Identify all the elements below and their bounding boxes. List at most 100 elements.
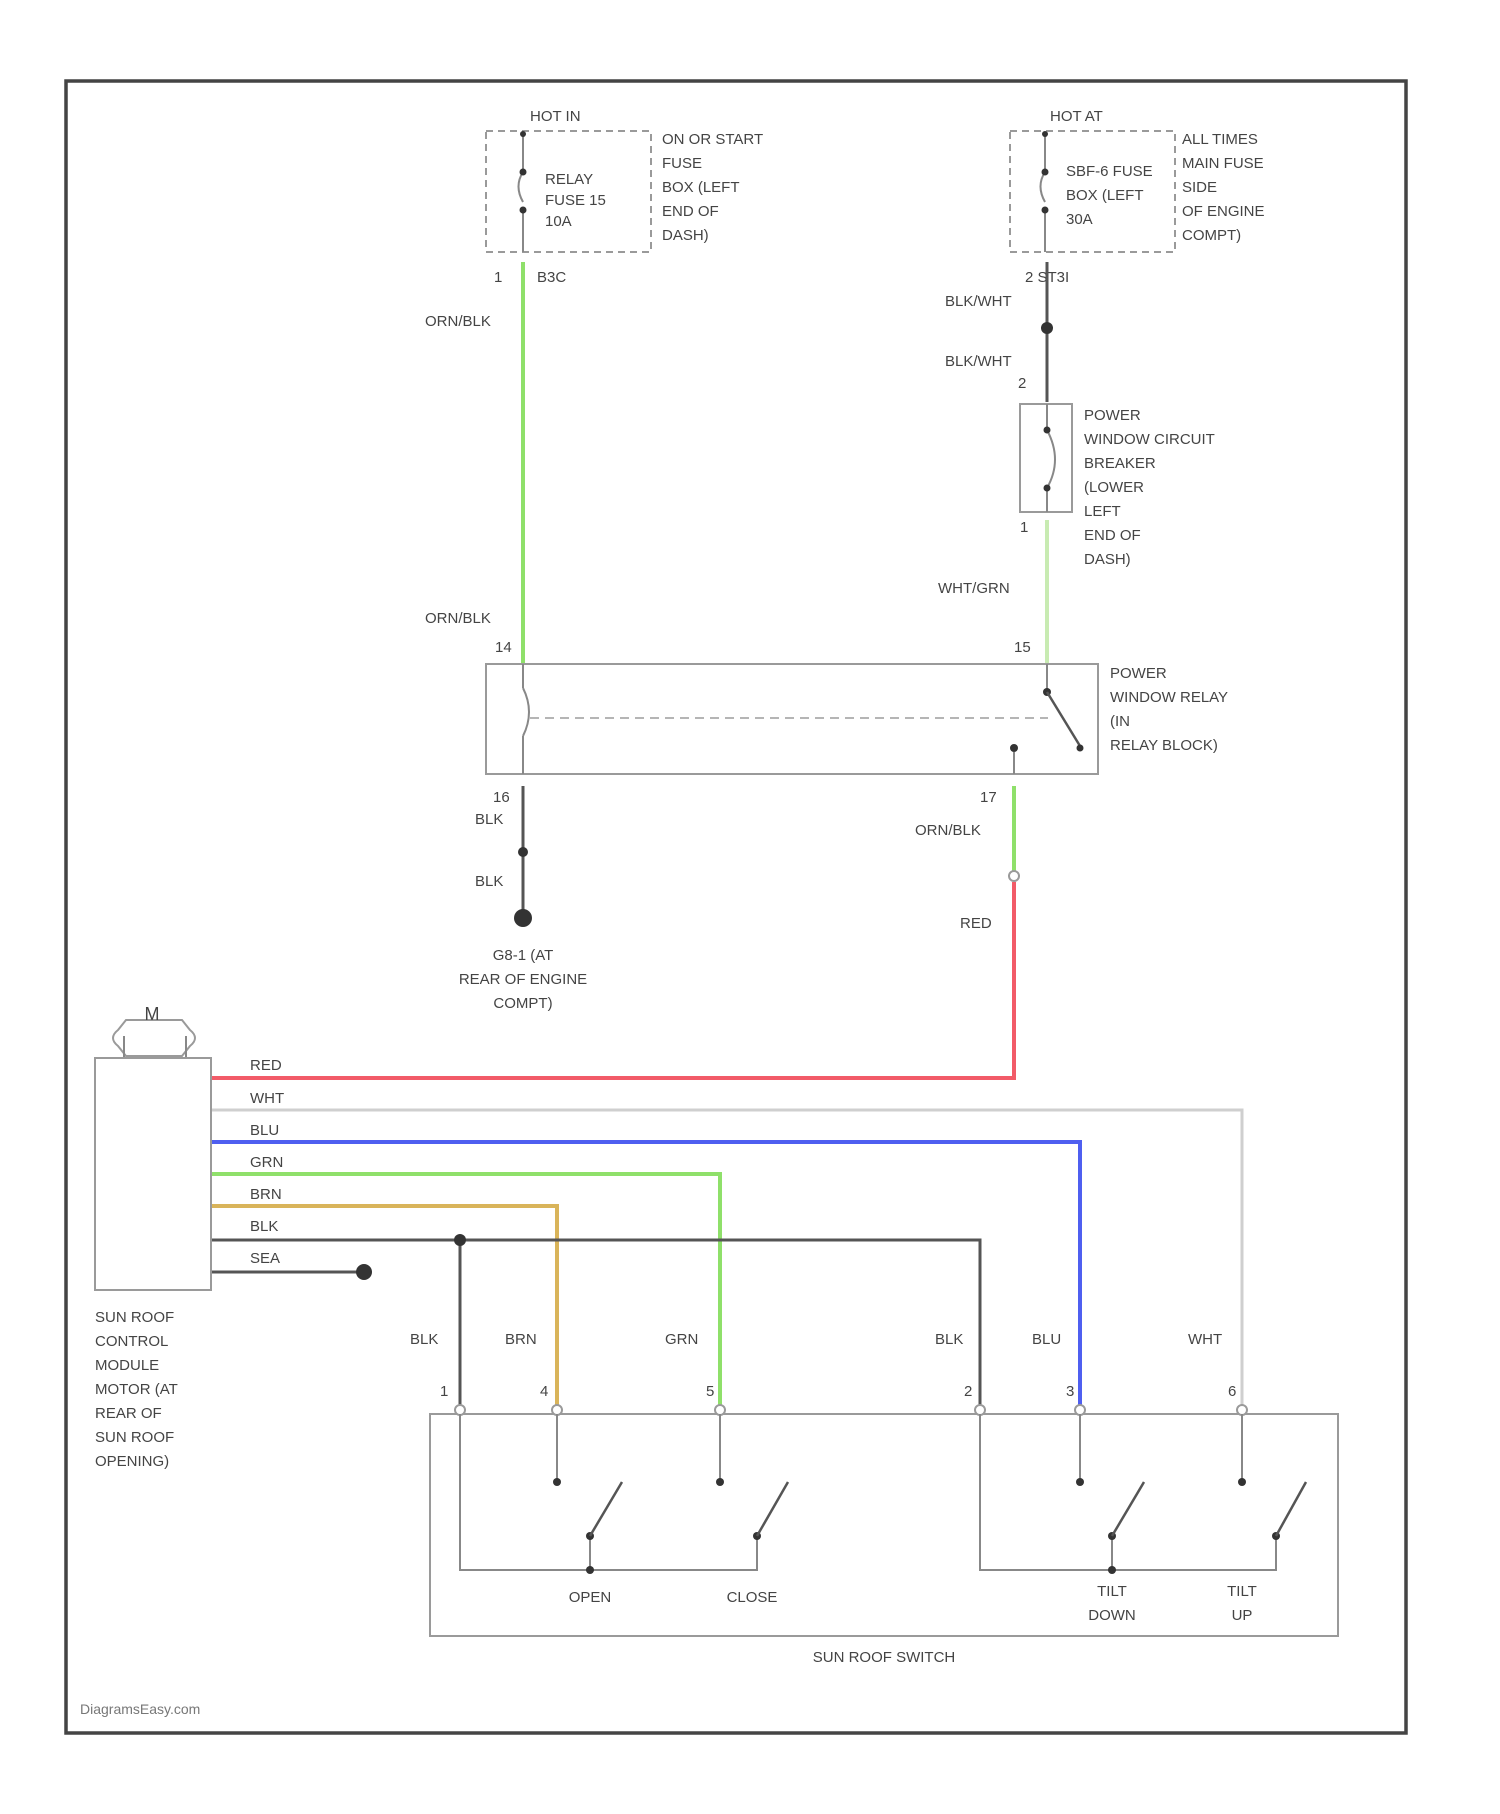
power-window-relay: 14 15 POWER WINDOW RELAY (IN RELAY BLOCK… [486, 639, 1228, 806]
fuse-right-loc-2: MAIN FUSE [1182, 155, 1264, 172]
fuse-left-line-3: 10A [545, 213, 572, 230]
wire-blu-to-switch [212, 1142, 1080, 1408]
motor-label-4: MOTOR (AT [95, 1381, 178, 1398]
relay-label-2: WINDOW RELAY [1110, 689, 1228, 706]
relay-pin-14: 14 [495, 639, 512, 656]
switch-pin-6: 6 [1228, 1383, 1236, 1400]
ground-g8-1-icon [514, 909, 532, 927]
connector-orn-red [1009, 871, 1019, 881]
relay-fuse-15: HOT IN RELAY FUSE 15 10A ON OR START FUS… [486, 108, 763, 286]
fuse-left-line-1: RELAY [545, 171, 593, 188]
switch-pin-3: 3 [1066, 1383, 1074, 1400]
switch-label-up: UP [1232, 1607, 1253, 1624]
switch-outline [430, 1414, 1338, 1636]
sea-ground-icon [356, 1264, 372, 1280]
switch-label-tilt-2: TILT [1227, 1583, 1257, 1600]
relay-label-4: RELAY BLOCK) [1110, 737, 1218, 754]
fuse-right-loc-4: OF ENGINE [1182, 203, 1265, 220]
switch-pin-5: 5 [706, 1383, 714, 1400]
wire-label-orn-blk-3: ORN/BLK [915, 822, 981, 839]
relay-pin-16: 16 [493, 789, 510, 806]
fuse-left-hot-label: HOT IN [530, 108, 581, 125]
switch-wire-label-blk-2: BLK [935, 1331, 963, 1348]
sunroof-control-module: M SUN ROOF CONTROL MODULE MOTOR (AT REAR… [95, 1004, 211, 1470]
motor-label-7: OPENING) [95, 1453, 169, 1470]
splice-dot-blk-wht [1041, 322, 1053, 334]
motor-symbol-letter: M [145, 1004, 160, 1024]
relay-label-3: (IN [1110, 713, 1130, 730]
wire-label-wht-grn: WHT/GRN [938, 580, 1010, 597]
ground-label-1: G8-1 (AT [493, 947, 554, 964]
motor-wire-label-wht: WHT [250, 1090, 284, 1107]
breaker-label-2: WINDOW CIRCUIT [1084, 431, 1215, 448]
relay-pin-17: 17 [980, 789, 997, 806]
switch-wire-label-blk-1: BLK [410, 1331, 438, 1348]
watermark: DiagramsEasy.com [80, 1701, 200, 1717]
switch-pin-2: 2 [964, 1383, 972, 1400]
switch-pin-1: 1 [440, 1383, 448, 1400]
fuse-right-loc-3: SIDE [1182, 179, 1217, 196]
switch-wire-label-grn: GRN [665, 1331, 698, 1348]
motor-label-3: MODULE [95, 1357, 159, 1374]
fuse-right-loc-1: ALL TIMES [1182, 131, 1258, 148]
fuse-left-loc-2: FUSE [662, 155, 702, 172]
motor-label-2: CONTROL [95, 1333, 168, 1350]
fuse-left-pin: 1 [494, 269, 502, 286]
breaker-label-1: POWER [1084, 407, 1141, 424]
fuse-left-line-2: FUSE 15 [545, 192, 606, 209]
motor-wire-label-grn: GRN [250, 1154, 283, 1171]
fuse-left-loc-3: BOX (LEFT [662, 179, 740, 196]
fuse-left-pin-code: B3C [537, 269, 566, 286]
relay-pin-15: 15 [1014, 639, 1031, 656]
fuse-left-loc-1: ON OR START [662, 131, 763, 148]
motor-wire-label-brn: BRN [250, 1186, 282, 1203]
wire-blk-to-switch-right [212, 1240, 980, 1408]
fuse-right-loc-5: COMPT) [1182, 227, 1241, 244]
switch-label-open: OPEN [569, 1589, 612, 1606]
ground-label-3: COMPT) [493, 995, 552, 1012]
motor-wire-label-blk: BLK [250, 1218, 278, 1235]
tilt-down-switch-contact [1112, 1482, 1144, 1536]
sbf-6-fuse: HOT AT SBF-6 FUSE BOX (LEFT 30A ALL TIME… [1010, 108, 1265, 286]
diagram-frame [66, 81, 1406, 1733]
breaker-label-5: LEFT [1084, 503, 1121, 520]
fuse-left-loc-4: END OF [662, 203, 719, 220]
motor-label-5: REAR OF [95, 1405, 162, 1422]
switch-name-label: SUN ROOF SWITCH [813, 1649, 956, 1666]
wire-grn-to-switch [212, 1174, 720, 1408]
fuse-right-line-1: SBF-6 FUSE [1066, 163, 1153, 180]
wire-label-blk-g2: BLK [475, 873, 503, 890]
relay-label-1: POWER [1110, 665, 1167, 682]
fuse-left-loc-5: DASH) [662, 227, 709, 244]
breaker-pin-bottom: 1 [1020, 519, 1028, 536]
splice-dot-blk [454, 1234, 466, 1246]
ground-label-2: REAR OF ENGINE [459, 971, 587, 988]
switch-wire-label-wht: WHT [1188, 1331, 1222, 1348]
wire-label-blk-g1: BLK [475, 811, 503, 828]
switch-label-tilt-1: TILT [1097, 1583, 1127, 1600]
motor-wire-label-red: RED [250, 1057, 282, 1074]
wire-label-orn-blk-1: ORN/BLK [425, 313, 491, 330]
breaker-pin-top: 2 [1018, 375, 1026, 392]
motor-wire-label-sea: SEA [250, 1250, 280, 1267]
wire-label-red-vertical: RED [960, 915, 992, 932]
motor-symbol-outline [113, 1020, 195, 1056]
wire-label-orn-blk-2: ORN/BLK [425, 610, 491, 627]
switch-wire-label-blu: BLU [1032, 1331, 1061, 1348]
motor-label-1: SUN ROOF [95, 1309, 174, 1326]
breaker-label-7: DASH) [1084, 551, 1131, 568]
breaker-label-4: (LOWER [1084, 479, 1144, 496]
fuse-right-line-3: 30A [1066, 211, 1093, 228]
switch-label-close: CLOSE [727, 1589, 778, 1606]
motor-module-box [95, 1058, 211, 1290]
motor-wire-label-blu: BLU [250, 1122, 279, 1139]
switch-wire-label-brn: BRN [505, 1331, 537, 1348]
wire-label-blk-wht-1: BLK/WHT [945, 293, 1012, 310]
sunroof-switch: OPEN CLOSE TILT DOWN TILT UP [430, 1405, 1338, 1636]
close-switch-contact [757, 1482, 788, 1536]
fuse-right-line-2: BOX (LEFT [1066, 187, 1144, 204]
motor-label-6: SUN ROOF [95, 1429, 174, 1446]
wire-label-blk-wht-2: BLK/WHT [945, 353, 1012, 370]
ground-branch: BLK BLK G8-1 (AT REAR OF ENGINE COMPT) [459, 786, 587, 1012]
